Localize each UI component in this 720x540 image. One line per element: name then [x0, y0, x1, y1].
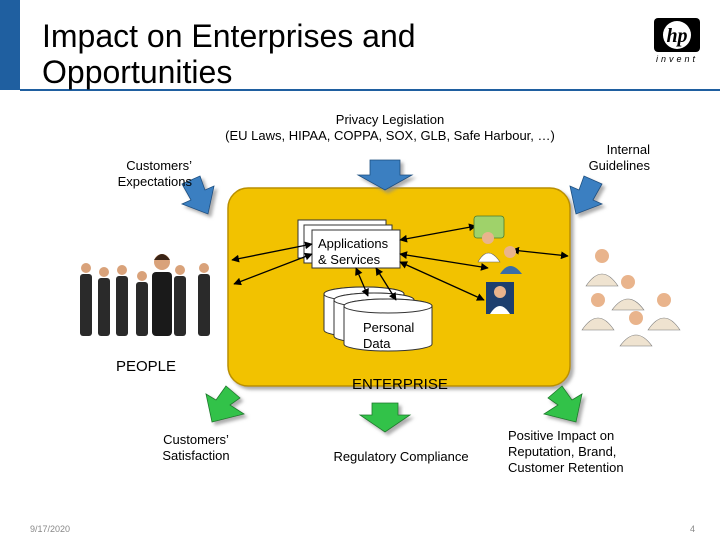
cust-head-1: [595, 249, 609, 263]
personal-data-label: Personal Data: [363, 320, 414, 352]
hp-logo-mark: hp: [666, 25, 687, 47]
customers-satisfaction-label: Customers’ Satisfaction: [146, 432, 246, 464]
internal-guidelines-label: Internal Guidelines: [570, 142, 650, 174]
slide-title-line-1: Impact on Enterprises and: [42, 18, 416, 54]
enterprise-label: ENTERPRISE: [352, 376, 448, 393]
enterprise-staff: [473, 215, 522, 314]
internal-guidelines-line-2: Guidelines: [588, 158, 650, 173]
cust-head-4: [657, 293, 671, 307]
privacy-legislation-label: Privacy Legislation (EU Laws, HIPAA, COP…: [200, 112, 580, 144]
compliance-output-arrow: [358, 402, 412, 433]
privacy-legislation-laws: (EU Laws, HIPAA, COPPA, SOX, GLB, Safe H…: [225, 128, 555, 143]
cust-body-1: [585, 273, 619, 287]
staff-head-3: [494, 286, 506, 298]
people-photo: [74, 246, 224, 338]
cust-head-3: [591, 293, 605, 307]
customers-expectations-line-1: Customers’: [126, 158, 192, 173]
link-apps-staff-1: [399, 223, 477, 243]
cust-body-2: [611, 298, 645, 311]
enterprise-connections: [231, 223, 569, 301]
slide-title: Impact on Enterprises and Opportunities: [42, 18, 416, 90]
cust-body-5: [619, 334, 653, 347]
positive-output-arrow: [543, 385, 583, 423]
link-apps-data-1: [355, 267, 369, 297]
title-underline: [20, 89, 720, 91]
people-photo-lead-hair: [154, 254, 170, 260]
personal-data-line-1: Personal: [363, 320, 415, 335]
privacy-legislation-title: Privacy Legislation: [335, 112, 445, 127]
title-accent-bar: [0, 0, 20, 90]
customers-expectations-label: Customers’ Expectations: [106, 158, 192, 190]
data-cylinder-front-top: [343, 298, 433, 314]
link-apps-data-2: [375, 267, 397, 301]
privacy-input-arrow: [356, 159, 414, 191]
slide-title-line-2: Opportunities: [42, 54, 233, 90]
enterprise-block: [227, 187, 571, 387]
applications-services-label: Applications & Services: [318, 236, 388, 268]
staff-head-1: [482, 232, 494, 244]
customers-satisfaction-line-2: Satisfaction: [162, 448, 230, 463]
applications-services-line-1: Applications: [318, 236, 389, 251]
link-apps-staff-3: [399, 261, 485, 301]
people-photo-lead-body: [152, 272, 172, 336]
satisfaction-output-arrow: [205, 385, 245, 423]
positive-impact-line-2: Reputation, Brand,: [508, 444, 617, 459]
regulatory-compliance-label: Regulatory Compliance: [333, 449, 469, 464]
positive-impact-label: Positive Impact on Reputation, Brand, Cu…: [508, 428, 624, 476]
footer-date: 9/17/2020: [30, 524, 71, 534]
customer-group-right: [581, 249, 681, 347]
staff-body-1: [477, 252, 501, 263]
positive-impact-line-1: Positive Impact on: [508, 428, 615, 443]
customers-satisfaction-line-1: Customers’: [163, 432, 229, 447]
expectations-input-arrow: [180, 175, 215, 215]
hp-logo-icon: hp: [654, 18, 700, 52]
hp-logo-tagline: invent: [655, 54, 699, 64]
footer-page-number: 4: [690, 524, 696, 534]
internal-guidelines-line-1: Internal: [606, 142, 650, 157]
positive-impact-line-3: Customer Retention: [508, 460, 624, 475]
staff-body-3: [490, 306, 510, 314]
customers-expectations-line-2: Expectations: [117, 174, 192, 189]
cust-body-4: [647, 317, 681, 331]
link-apps-people-2: [233, 252, 313, 286]
hp-logo-circle: [663, 21, 691, 49]
cust-head-2: [621, 275, 635, 289]
applications-card-front: [311, 229, 401, 269]
guidelines-input-arrow: [569, 175, 604, 215]
link-staff-outside: [511, 246, 569, 260]
people-label: PEOPLE: [116, 358, 177, 375]
cust-head-5: [629, 311, 643, 325]
staff-body-2: [500, 266, 522, 274]
applications-services-line-2: & Services: [318, 252, 381, 267]
personal-data-line-2: Data: [363, 336, 391, 351]
cust-body-3: [581, 317, 615, 331]
staff-head-2: [504, 246, 516, 258]
